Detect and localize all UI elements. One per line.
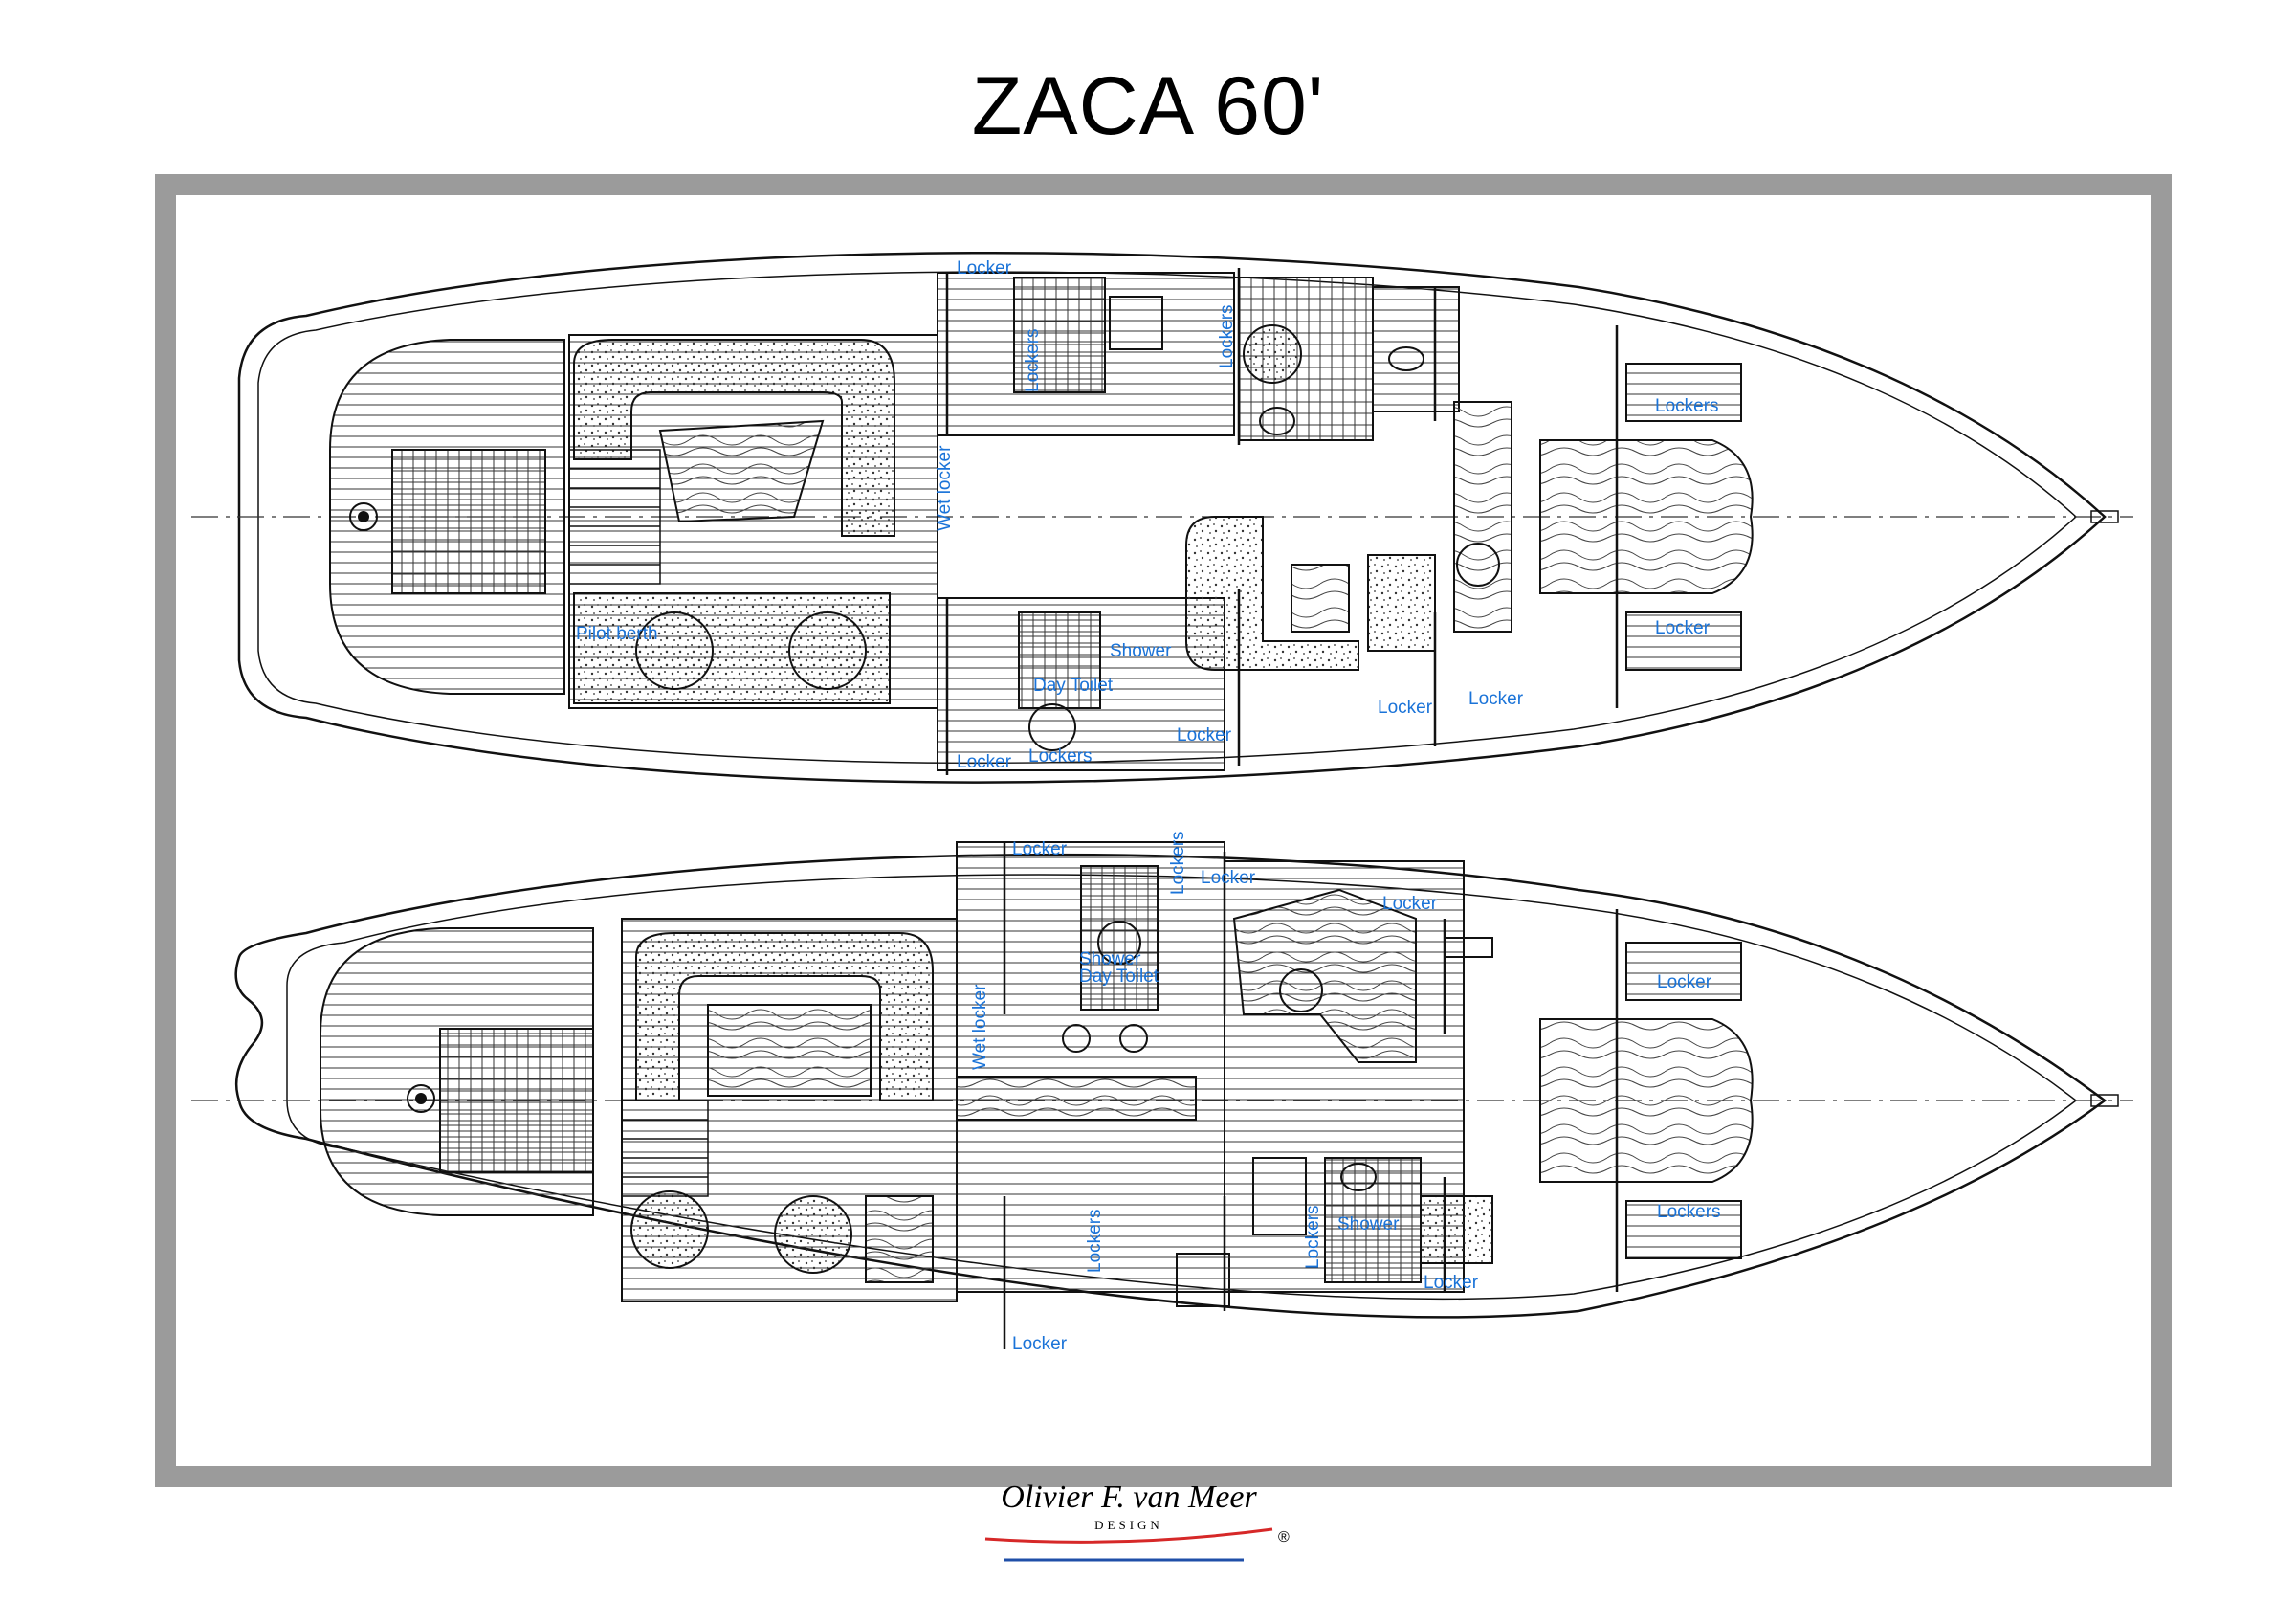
top-label-wet-locker: Wet locker: [935, 445, 955, 531]
top-label-day-toilet: Day Toilet: [1033, 676, 1114, 696]
top-label-locker-6: Locker: [957, 752, 1012, 772]
top-label-lockers-fwd-1: Lockers: [1023, 328, 1043, 392]
bottom-label-locker-c: Locker: [1382, 894, 1438, 914]
top-label-locker-5: Locker: [1655, 618, 1711, 638]
top-label-shower: Shower: [1110, 641, 1172, 661]
top-label-lockers-2: Lockers: [1028, 746, 1093, 767]
top-label-locker-3: Locker: [1177, 725, 1232, 745]
top-label-locker-1: Locker: [957, 258, 1012, 278]
top-hull-outline: [237, 251, 2107, 784]
designer-logo: Olivier F. van Meer DESIGN ®: [966, 1479, 1330, 1594]
bottom-label-lockers-aft: Lockers: [1657, 1202, 1721, 1222]
top-label-locker-2: Locker: [1378, 698, 1433, 718]
bottom-label-lockers-v1: Lockers: [1085, 1209, 1105, 1273]
designer-subtitle: DESIGN: [1094, 1518, 1163, 1532]
page-title: ZACA 60': [971, 60, 1325, 152]
bottom-label-shower-day: Shower: [1079, 949, 1141, 969]
designer-name: Olivier F. van Meer: [1001, 1479, 1257, 1515]
registered-mark: ®: [1278, 1529, 1290, 1545]
bottom-label-locker-d: Locker: [1657, 972, 1712, 992]
bottom-label-locker-a: Locker: [1012, 839, 1068, 859]
logo-swoosh: [984, 1527, 1273, 1562]
bottom-label-day-toilet: Day Toilet: [1079, 967, 1159, 987]
top-label-locker-4: Locker: [1468, 689, 1524, 709]
bottom-label-shower: Shower: [1337, 1214, 1400, 1234]
bottom-label-locker-f: Locker: [1012, 1334, 1068, 1354]
bottom-label-locker-b: Locker: [1201, 868, 1256, 888]
bottom-label-lockers-v2: Lockers: [1303, 1205, 1323, 1269]
top-label-pilot-berth: Pilot berth: [576, 624, 658, 644]
top-label-lockers-1: Lockers: [1655, 396, 1719, 416]
bottom-label-lockers-fwd-a: Lockers: [1168, 831, 1188, 895]
bottom-plan: Locker Locker Locker Locker Lockers Show…: [191, 831, 2133, 1354]
top-label-lockers-fwd-2: Lockers: [1217, 304, 1237, 368]
bottom-label-wet-locker: Wet locker: [970, 984, 990, 1070]
bottom-label-locker-e: Locker: [1424, 1273, 1479, 1293]
top-plan: Locker Lockers Locker Lockers Wet locker…: [191, 251, 2133, 784]
